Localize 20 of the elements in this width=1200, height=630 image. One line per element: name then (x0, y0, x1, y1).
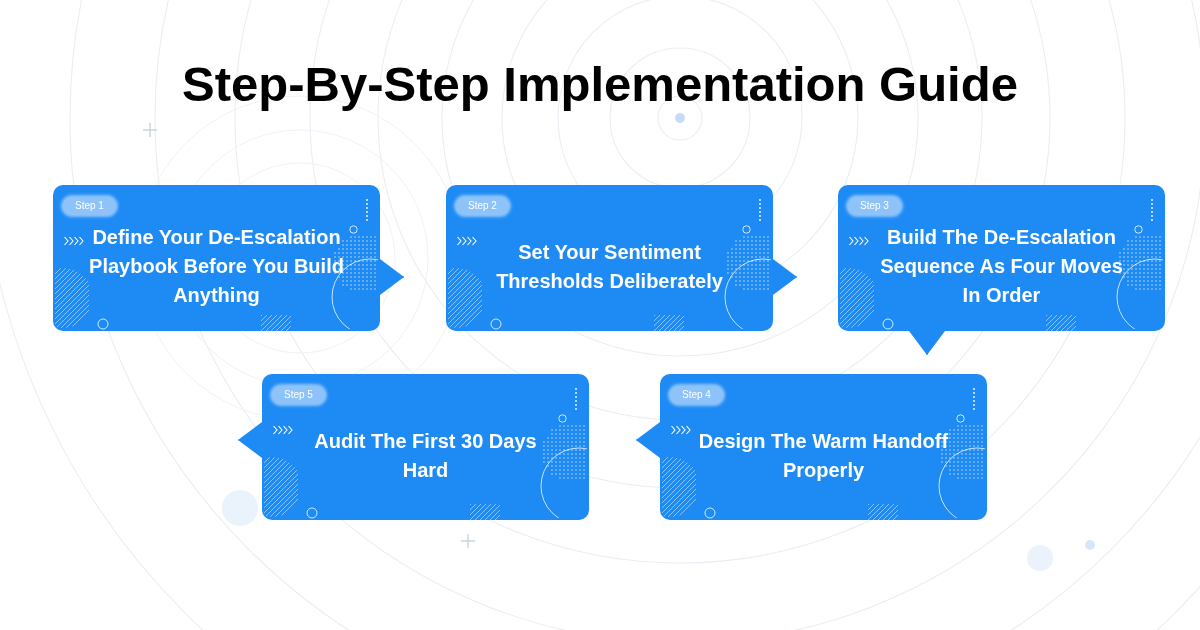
pointer-arrow (237, 422, 263, 458)
step-title: Build The De-Escalation Sequence As Four Moves In Order (879, 225, 1124, 308)
title: Step-By-Step Implementation Guide (182, 56, 1018, 112)
step-label: Step 1 (63, 197, 116, 215)
step-title: Define Your De-Escalation Playbook Before You Build Anything (88, 225, 345, 308)
step-label: Step 5 (272, 386, 325, 404)
step-label: Step 4 (670, 386, 723, 404)
pointer-arrow (635, 422, 661, 458)
step-card (446, 185, 773, 331)
step-card (262, 374, 589, 520)
step-card (838, 185, 1165, 331)
step-label: Step 3 (848, 197, 901, 215)
step-label: Step 2 (456, 197, 509, 215)
step-title: Design The Warm Handoff Properly (697, 428, 950, 483)
step-title: Set Your Sentiment Thresholds Deliberately (495, 239, 724, 294)
step-card (660, 374, 987, 520)
pointer-arrow (909, 330, 945, 356)
step-card (53, 185, 380, 331)
step-title: Audit The First 30 Days Hard (313, 428, 538, 483)
pointer-arrow (772, 259, 798, 295)
